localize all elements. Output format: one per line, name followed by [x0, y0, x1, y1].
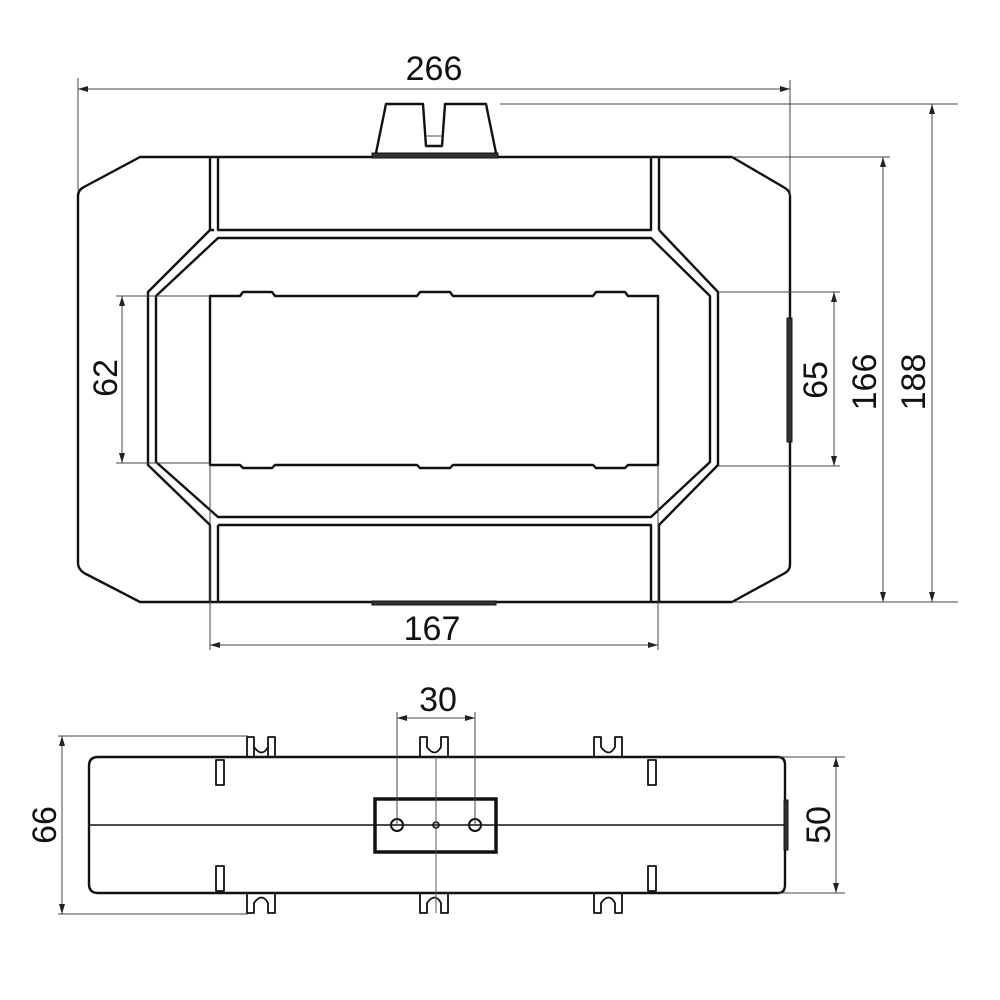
inner-frame-inner [154, 236, 712, 519]
dim-overall-height: 188 [895, 354, 933, 411]
front-dimensions: 266 188 166 65 62 167 [77, 50, 958, 650]
body-outline [76, 155, 792, 604]
bottom-dimensions: 30 66 50 [26, 681, 845, 915]
clips-top [246, 736, 623, 757]
dim-depth-body: 50 [800, 806, 838, 844]
dim-depth-overall: 66 [26, 806, 64, 844]
dim-window-width: 167 [404, 610, 461, 648]
bottom-strip [371, 600, 497, 606]
window-opening [208, 290, 660, 470]
top-terminal [374, 102, 498, 154]
right-side-strip [786, 317, 793, 443]
front-view [76, 102, 793, 606]
slot [215, 865, 225, 892]
bottom-cavity [216, 523, 653, 602]
top-terminal-base [371, 152, 499, 159]
slot [647, 865, 657, 892]
bottom-view [87, 736, 789, 914]
inner-frame-outer [146, 229, 720, 602]
dim-window-height-left: 62 [87, 359, 125, 397]
bottom-right-strip [783, 799, 789, 851]
clips-bottom [246, 893, 623, 914]
dim-overall-width: 266 [406, 50, 463, 88]
top-cavity [208, 157, 661, 232]
dim-body-height: 166 [846, 354, 884, 411]
slot [647, 759, 657, 786]
dim-terminal-spacing: 30 [419, 681, 457, 719]
slot [215, 759, 225, 786]
dim-window-height-right: 65 [797, 361, 835, 399]
